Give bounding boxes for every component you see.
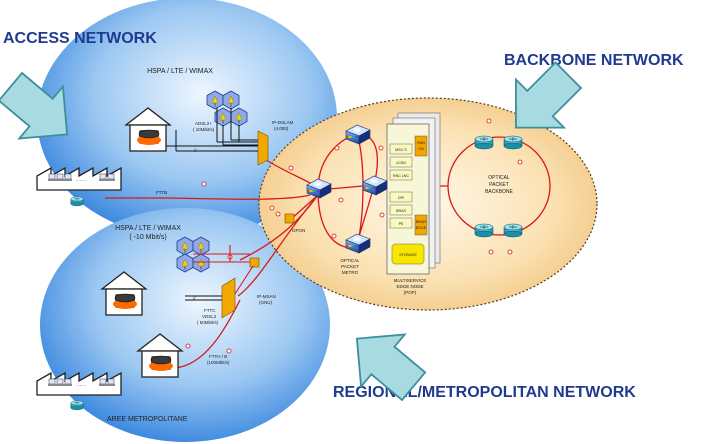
backbone-label-2: PACKET	[489, 182, 509, 188]
antenna-cell-icon	[230, 107, 248, 127]
ip-dslam-icon	[257, 130, 269, 166]
antenna-cell-icon	[176, 236, 194, 256]
hspa-mid-label-1: HSPA / LTE / WIMAX	[115, 225, 181, 232]
factory-workstations-top: ........	[47, 173, 116, 207]
edge-node-label-2: EDGE NODE	[396, 284, 423, 289]
pc-icon	[55, 173, 65, 182]
ipmsan-label-1: IP-MSAN	[257, 294, 276, 299]
module-storage: STORAGE	[399, 253, 417, 257]
aree-metropolitane-label: AREE METROPOLITANE	[107, 416, 188, 423]
module-ran: RAN	[417, 141, 425, 145]
adsl-label-2: ( 10Mbit/s)	[193, 127, 215, 132]
backbone-label-3: BACKBONE	[485, 189, 513, 195]
fttc-cabinet-icon	[221, 277, 236, 319]
module-rnc: RNC LNC	[393, 174, 409, 178]
backbone-router-3	[474, 223, 494, 238]
backbone-network-title: BACKBONE NETWORK	[504, 52, 684, 69]
gpon-node-icon	[284, 213, 295, 224]
gpon-label: GPON	[292, 228, 305, 233]
backbone-router-1	[474, 135, 494, 150]
fttb-label: FTTB	[156, 190, 167, 195]
ipdslam-label-2: (4.000)	[274, 126, 289, 131]
dots-top: ........	[76, 177, 86, 182]
backbone-label-1: OPTICAL	[488, 175, 510, 181]
fttc-uplink	[234, 265, 254, 295]
module-pe: PE	[399, 222, 404, 226]
antenna-cell-icon	[192, 253, 210, 273]
fttc-label-1: FTTC	[204, 308, 216, 313]
fiber-links-bottom	[193, 245, 250, 263]
module-cn: CN	[418, 147, 424, 151]
adsl-label-1: ADSL2+	[195, 121, 212, 126]
slash-mark-bottom: //	[193, 296, 196, 301]
router-icon	[70, 400, 84, 411]
pc-icon	[55, 378, 65, 387]
antenna-cell-icon	[222, 90, 240, 110]
edge-node-label-3: (POP)	[404, 290, 417, 295]
hspa-mid-label-2: ( -10 Mbit/s)	[129, 234, 166, 241]
factory-workstations-bottom: ........	[47, 378, 116, 411]
backbone-router-4	[503, 223, 523, 238]
pc-icon	[106, 378, 116, 387]
antenna-cell-icon	[176, 253, 194, 273]
fttc-label-3: ( 50Mbit/s)	[197, 320, 219, 325]
hspa-top-label: HSPA / LTE / WIMAX	[147, 68, 213, 75]
pc-icon	[98, 173, 108, 182]
router-icon	[70, 196, 84, 207]
module-bran: BRAN	[416, 220, 426, 224]
metro-label-2: PACKET	[341, 264, 359, 269]
fttc-label-2: VDSL2	[202, 314, 217, 319]
access-network-title: ACCESS NETWORK	[3, 30, 157, 47]
pc-icon	[106, 173, 116, 182]
ipdslam-label-1: IP-DSLAM	[272, 120, 294, 125]
multiservice-edge-node: MSC S xCDN RNC LNC DPI BRAS PE RAN CN BR…	[386, 112, 441, 295]
pc-icon	[63, 378, 73, 387]
dots-bottom: ........	[76, 382, 86, 387]
ip-msan-icon	[249, 257, 260, 268]
backbone-router-2	[503, 135, 523, 150]
pc-icon	[98, 378, 108, 387]
antenna-cell-icon	[192, 236, 210, 256]
metro-label-1: OPTICAL	[340, 258, 360, 263]
copper-links-top	[159, 108, 258, 152]
pc-icon	[63, 173, 73, 182]
module-edge: EDGE	[416, 226, 427, 230]
ftth-label-1: FTTH / B	[209, 354, 227, 359]
ftth-label-2: (100Mbit/s)	[207, 360, 230, 365]
module-dpi: DPI	[398, 196, 404, 200]
module-xcdn: xCDN	[396, 161, 406, 165]
module-bras: BRAS	[396, 209, 406, 213]
pc-icon	[47, 173, 57, 182]
antenna-cell-icon	[206, 90, 224, 110]
edge-node-modules: MSC S xCDN RNC LNC DPI BRAS PE RAN CN BR…	[389, 135, 428, 265]
pc-icon	[47, 378, 57, 387]
ipmsan-label-2: (ONU)	[259, 300, 272, 305]
regional-network-title: REGIONAL/METROPOLITAN NETWORK	[333, 384, 636, 401]
edge-node-label-1: MULTISERVICE	[394, 278, 427, 283]
slash-mark-top: //	[194, 148, 197, 153]
module-msc: MSC S	[395, 148, 407, 152]
metro-label-3: METRO	[342, 270, 359, 275]
copper-links-bottom	[185, 295, 222, 301]
